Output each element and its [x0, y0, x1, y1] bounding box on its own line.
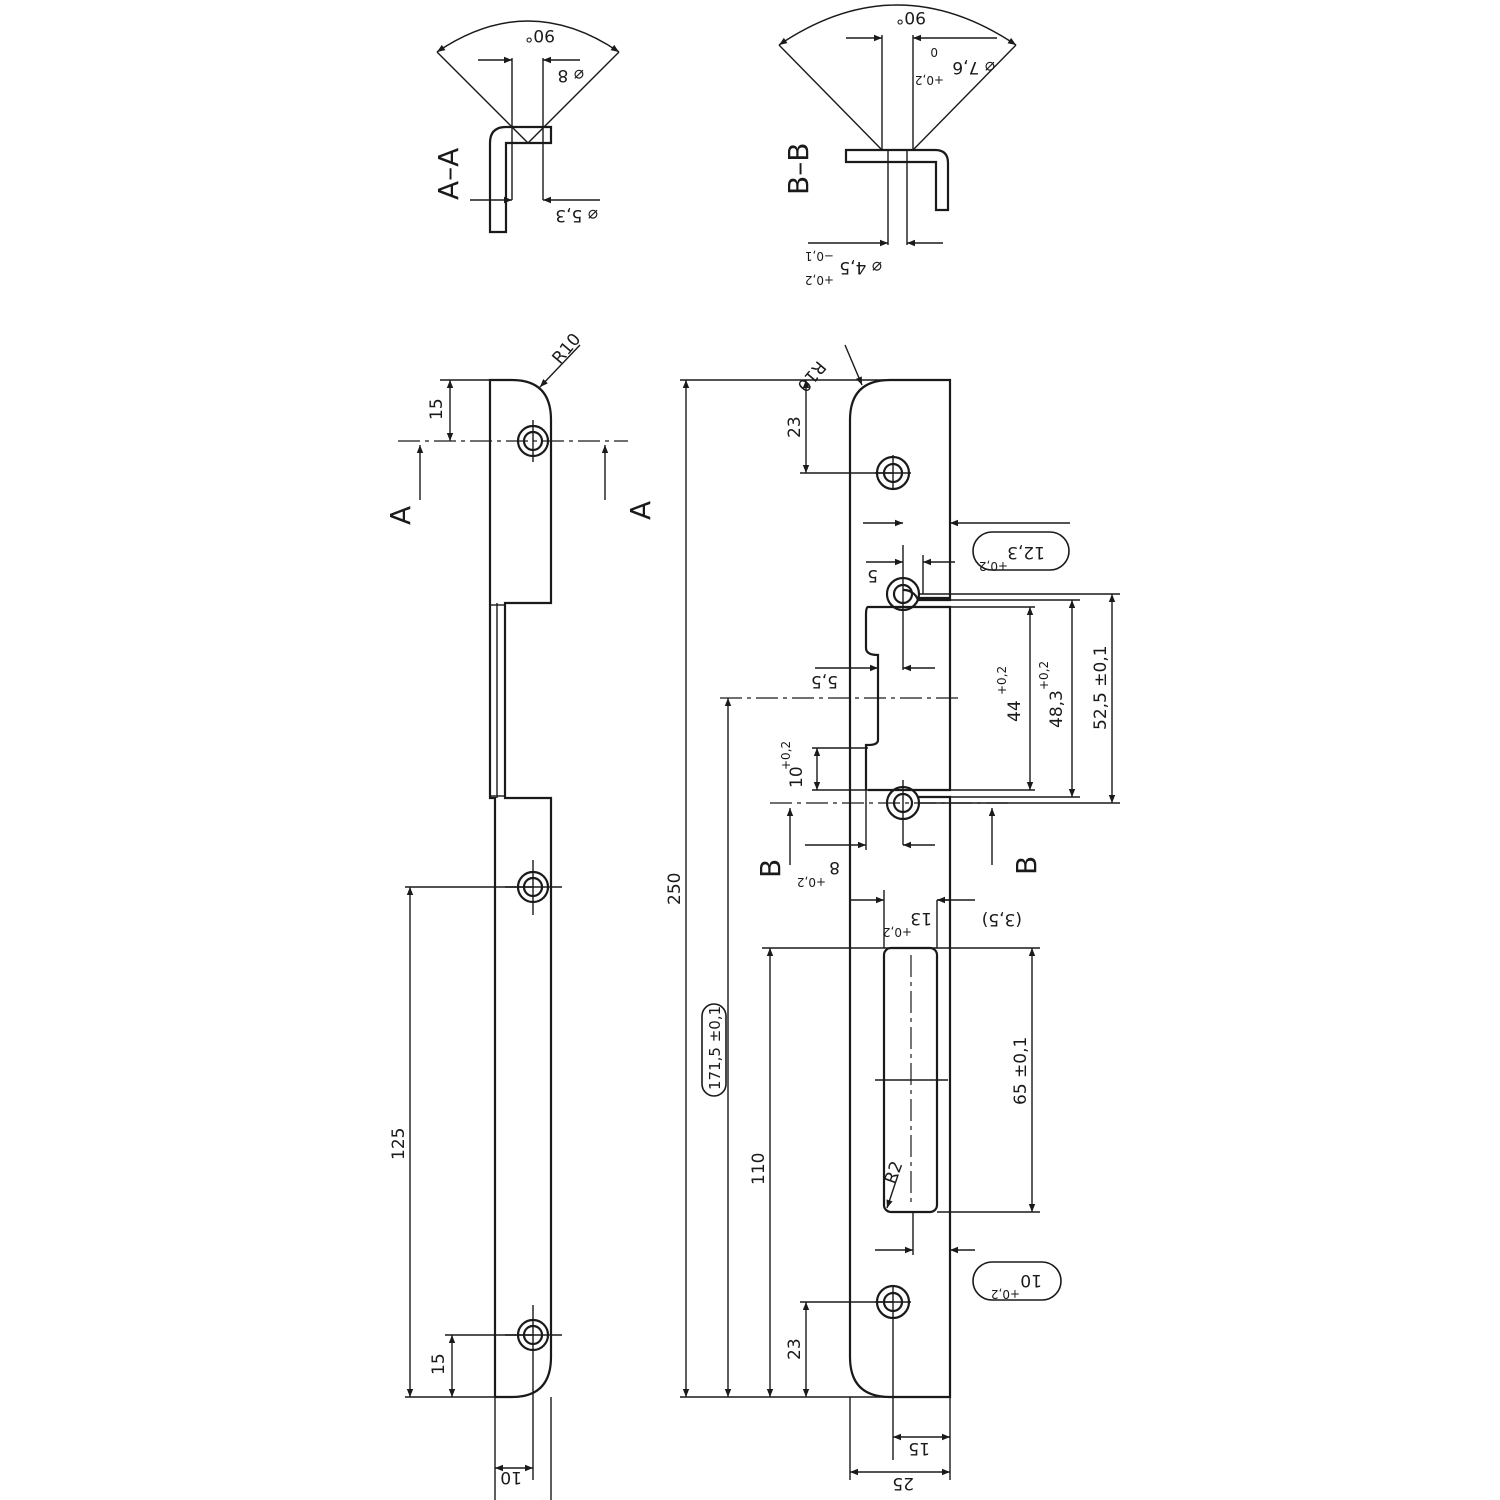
section-a-a-angle: 90°	[525, 25, 555, 45]
edge-dist-tol: +0,2	[797, 875, 826, 889]
lip-label: 10	[787, 766, 807, 788]
section-b-b-dia-top-tol-upper: +0,2	[915, 73, 944, 87]
cutout-depth-badge	[972, 531, 1070, 571]
front-bottom-offset-label: 23	[785, 1338, 805, 1360]
hole-inset-label: 5	[867, 565, 878, 585]
front-cut-label-right: B	[1010, 856, 1043, 875]
cutout-h2-tol: +0,2	[1037, 661, 1051, 690]
side-radius-label: R10	[549, 330, 586, 368]
lip-tol: +0,2	[779, 741, 793, 770]
slot-edge-badge	[972, 1261, 1062, 1301]
slot-width-label: 13	[910, 908, 932, 928]
slot-bottom-label: 110	[749, 1153, 769, 1185]
step-label: 5,5	[811, 671, 838, 691]
front-cut-label-left: B	[754, 859, 787, 878]
section-b-b: B–B 90° ⌀ 7,6 +0,2 0 ⌀ 4,5 +0,2 −0,1	[778, 4, 1017, 287]
side-view: R10 15 A A 125 15 10 15	[384, 330, 657, 1500]
cutout-h1-label: 44	[1005, 700, 1025, 722]
slot-width-tol: +0,2	[883, 925, 912, 939]
edge-dist-label: 8	[829, 857, 840, 877]
slot-offset-label: (3,5)	[982, 909, 1022, 929]
side-cut-label-right: A	[624, 501, 657, 520]
section-b-b-angle: 90°	[896, 7, 926, 27]
side-hole-spacing-label: 125	[389, 1128, 409, 1160]
hole-spacing-label: 52,5 ±0,1	[1091, 645, 1111, 730]
front-top-offset-label: 23	[785, 416, 805, 438]
section-b-b-dia-top: ⌀ 7,6	[952, 57, 995, 77]
section-a-a-dia-top: ⌀ 8	[558, 65, 584, 85]
section-b-b-dia-top-tol-lower: 0	[930, 45, 938, 59]
section-a-a: A–A 90° ⌀ 8 ⌀ 5,3	[432, 20, 620, 234]
side-hole-inset-label: 10	[500, 1467, 522, 1487]
center-height-badge	[701, 1003, 727, 1097]
section-b-b-dia-bottom: ⌀ 4,5	[839, 257, 882, 277]
front-radius-label: R10	[793, 357, 830, 395]
center-height-label: 171,5 ±0,1	[706, 1006, 724, 1090]
front-width-label: 25	[892, 1473, 914, 1493]
cutout-h2-label: 48,3	[1047, 690, 1067, 728]
side-cut-label-left: A	[384, 506, 417, 525]
side-bottom-offset-label: 15	[429, 1353, 449, 1375]
section-a-a-dia-bottom: ⌀ 5,3	[555, 205, 598, 225]
cutout-h1-tol: +0,2	[995, 666, 1009, 695]
section-b-b-title: B–B	[782, 143, 815, 195]
slot-edge-tol: +0,2	[991, 1287, 1020, 1301]
section-a-a-title: A–A	[432, 148, 465, 200]
section-b-b-dia-bottom-tol-lower: −0,1	[805, 249, 834, 263]
front-view: R10 23 250 12,3 +0,2 5 5,5 44 +0,2 48,3 …	[665, 344, 1120, 1493]
cutout-depth-tol: +0,2	[979, 559, 1008, 573]
overall-length-label: 250	[665, 873, 685, 905]
bottom-hole-inset-label: 15	[908, 1438, 930, 1458]
section-b-b-dia-bottom-tol-upper: +0,2	[805, 273, 834, 287]
side-top-offset-label: 15	[427, 398, 447, 420]
cutout-depth-label: 12,3	[1007, 542, 1045, 562]
slot-length-label: 65 ±0,1	[1011, 1037, 1031, 1105]
slot-edge-label: 10	[1020, 1270, 1042, 1290]
